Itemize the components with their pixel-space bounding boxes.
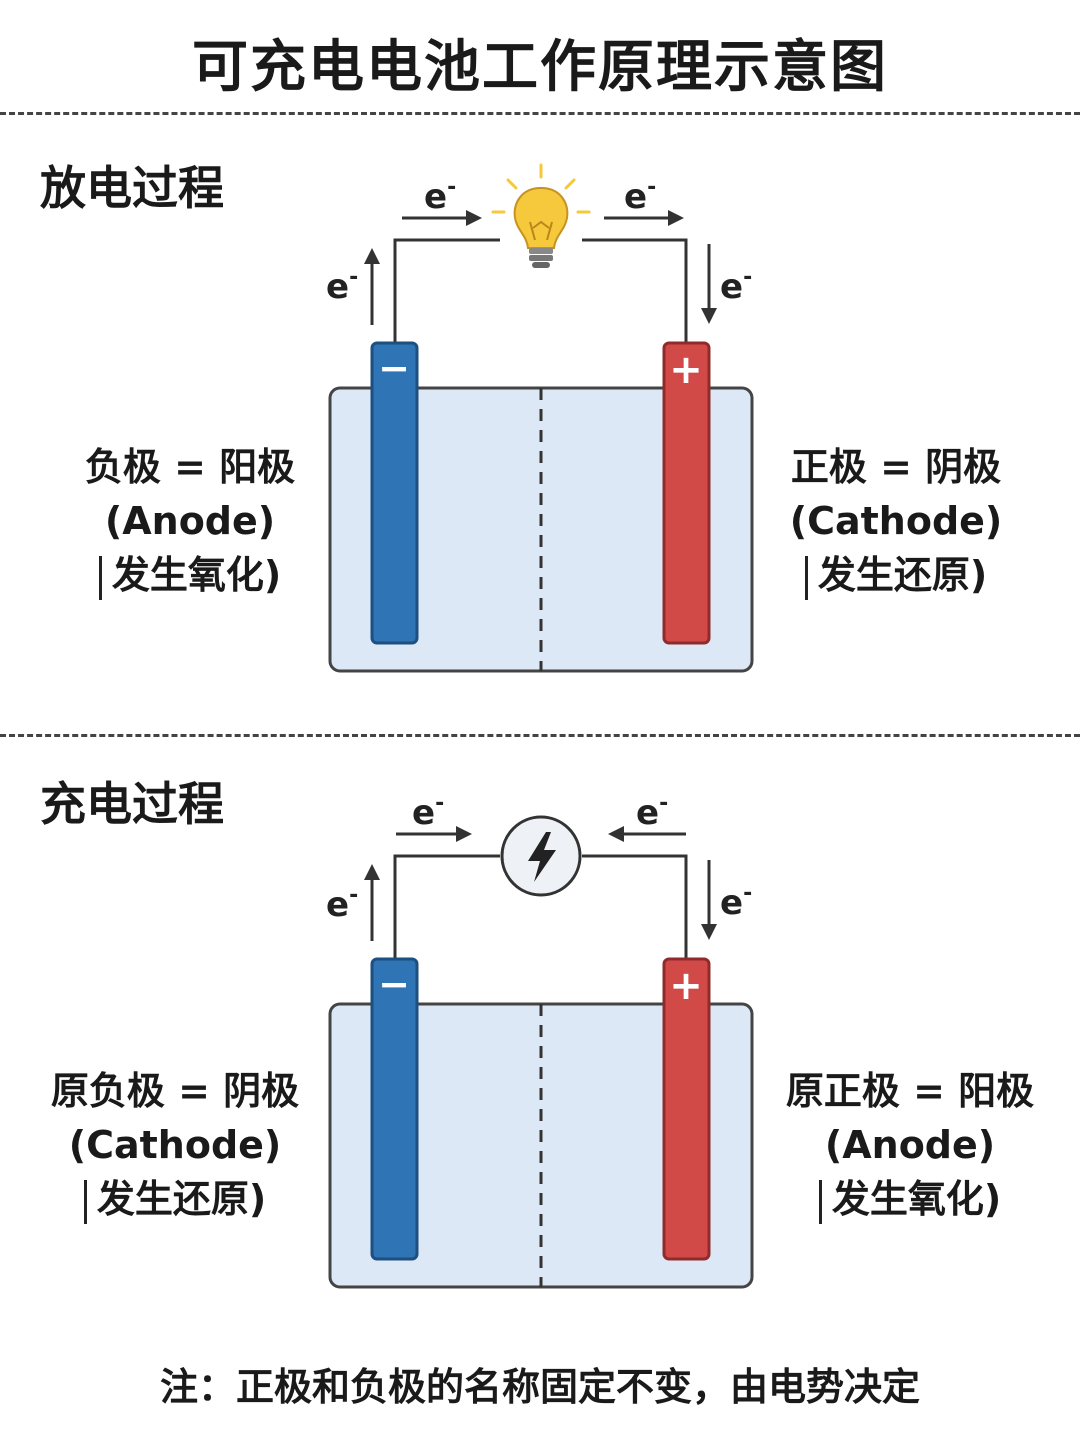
electron-label: e- xyxy=(424,175,456,217)
bulb-icon xyxy=(491,163,591,268)
arrow-right-down xyxy=(701,244,717,324)
positive-electrode xyxy=(662,341,711,645)
negative-sign: − xyxy=(378,346,410,390)
wire-left xyxy=(393,238,500,343)
arrow-top-right xyxy=(608,826,686,842)
discharge-anode-label: 负极 = 阳极 (Anode) 发生氧化) xyxy=(40,440,340,602)
charge-anode-label: 原正极 = 阳极 (Anode) 发生氧化) xyxy=(760,1064,1060,1226)
arrow-left-up xyxy=(364,248,380,325)
footer-note: 注：正极和负极的名称固定不变，由电势决定 xyxy=(159,1365,920,1409)
bracket-bar xyxy=(818,1179,822,1224)
electron-label: e- xyxy=(412,791,444,833)
electron-label: e- xyxy=(624,175,656,217)
divider-middle xyxy=(0,734,1080,737)
positive-sign: + xyxy=(669,963,703,1009)
bracket-bar xyxy=(804,555,808,600)
electron-label: e- xyxy=(636,791,668,833)
negative-sign: − xyxy=(378,962,410,1006)
wire-right xyxy=(582,238,688,343)
lightning-icon xyxy=(500,815,582,897)
bracket-bar xyxy=(98,555,102,600)
electron-label: e- xyxy=(326,883,358,925)
wire-right xyxy=(582,854,688,959)
divider-top xyxy=(0,112,1080,115)
arrow-left-up xyxy=(364,864,380,941)
arrow-top-left xyxy=(396,826,472,842)
charge-diagram: − + e- e- e- e- xyxy=(0,766,1080,1306)
wire-left xyxy=(393,854,500,959)
negative-electrode xyxy=(370,341,419,645)
electron-label: e- xyxy=(326,265,358,307)
discharge-diagram: − + e- e- xyxy=(0,150,1080,690)
page-title: 可充电电池工作原理示意图 xyxy=(192,35,888,100)
arrow-top-left xyxy=(402,210,482,226)
negative-electrode xyxy=(370,957,419,1261)
positive-electrode xyxy=(662,957,711,1261)
charge-section-title: 充电过程 xyxy=(40,777,224,831)
electron-label: e- xyxy=(720,881,752,923)
charge-cathode-label: 原负极 = 阴极 (Cathode) 发生还原) xyxy=(20,1064,330,1226)
electron-label: e- xyxy=(720,265,752,307)
discharge-cathode-label: 正极 = 阴极 (Cathode) 发生还原) xyxy=(746,440,1046,602)
arrow-top-right xyxy=(604,210,684,226)
arrow-right-down xyxy=(701,860,717,940)
bracket-bar xyxy=(83,1179,87,1224)
discharge-section-title: 放电过程 xyxy=(40,161,224,215)
positive-sign: + xyxy=(669,347,703,393)
